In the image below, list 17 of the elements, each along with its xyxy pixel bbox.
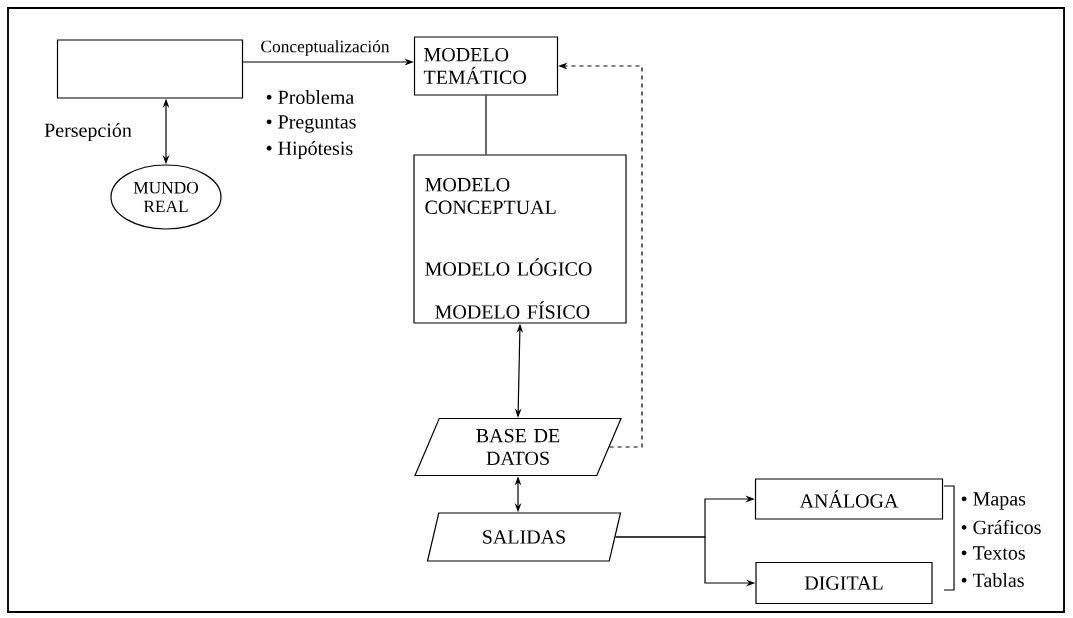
bullet-item: • Hipótesis: [266, 140, 353, 160]
bullet-item: • Tablas: [961, 573, 1024, 588]
connector: [485, 95, 487, 155]
model-box: MODELO TEMÁTICO: [413, 36, 559, 96]
model-box: MODELO CONCEPTUAL MODELO LÓGICO MODELO FÍSICO: [413, 154, 627, 324]
bullet-item: • Preguntas: [266, 115, 356, 133]
output-parallelogram: SALIDAS: [426, 512, 622, 562]
bullet-item: • Textos: [961, 546, 1025, 560]
data-parallelogram: BASE DE DATOS: [414, 417, 622, 477]
bullet-item: • Gráficos: [961, 519, 1041, 535]
edge-label: Conceptualización: [261, 40, 390, 56]
bullet-item: • Problema: [266, 90, 354, 105]
bullet-item: • Mapas: [961, 492, 1026, 510]
output-box: DIGITAL: [755, 561, 933, 605]
output-box: ANÁLOGA: [754, 478, 944, 520]
empty-box: [56, 39, 244, 99]
edge-label: Persepción: [44, 122, 132, 142]
